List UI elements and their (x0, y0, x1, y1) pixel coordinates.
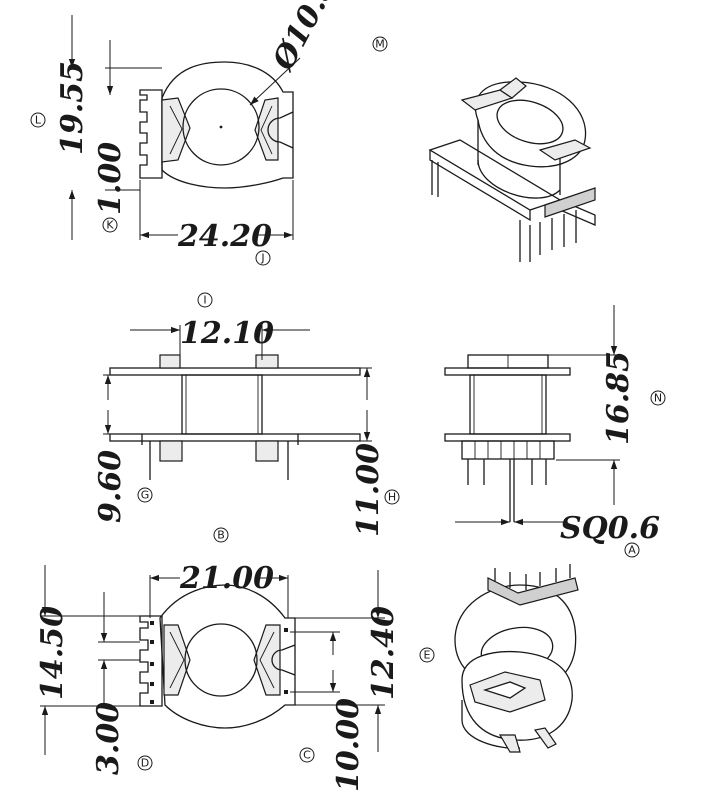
svg-text:N: N (654, 392, 662, 405)
dim-pin-pitch-bottom: 3.00 (91, 702, 126, 775)
dim-width-top: 24.20 (177, 219, 272, 254)
svg-text:I: I (203, 294, 206, 307)
end-view (444, 305, 620, 526)
dim-width-bottom: 21.00 (179, 561, 274, 596)
marker-g: G (137, 487, 153, 503)
dim-height-bottom-left: 14.50 (35, 606, 70, 700)
marker-l: L (30, 112, 46, 128)
svg-text:E: E (424, 649, 431, 662)
dim-height-end: 16.85 (601, 351, 636, 445)
marker-h: H (384, 489, 400, 505)
svg-text:A: A (628, 544, 636, 557)
marker-m: M (372, 36, 388, 52)
marker-d: D (137, 755, 153, 771)
svg-text:B: B (217, 529, 225, 542)
svg-text:C: C (303, 749, 311, 762)
dim-pin-sq: SQ0.6 (560, 511, 660, 546)
svg-text:M: M (375, 38, 385, 51)
side-view (103, 325, 372, 480)
svg-text:G: G (141, 489, 150, 502)
marker-b: B (213, 527, 229, 543)
top-view (68, 15, 301, 240)
isometric-view-bottom (454, 564, 579, 753)
marker-e: E (419, 647, 435, 663)
marker-a: A (624, 542, 640, 558)
marker-i: I (197, 292, 213, 308)
svg-text:K: K (106, 219, 114, 232)
marker-c: C (299, 747, 315, 763)
marker-j: J (255, 250, 271, 266)
dim-pin-gap-top: 1.00 (93, 142, 128, 215)
svg-text:H: H (388, 491, 396, 504)
dim-height-side-right: 11.00 (351, 443, 386, 537)
bottom-view (40, 565, 385, 755)
svg-text:D: D (141, 757, 149, 770)
marker-n: N (650, 390, 666, 406)
marker-k: K (102, 217, 118, 233)
svg-text:J: J (260, 252, 264, 265)
dim-height-side-left: 9.60 (93, 450, 128, 523)
dim-height-bottom-right: 12.40 (366, 606, 401, 700)
isometric-view-top (428, 77, 596, 262)
dim-inner-bottom-right: 10.00 (331, 698, 366, 792)
dim-span-side: 12.10 (180, 316, 274, 351)
dim-diameter: Ø10.80 (265, 0, 353, 78)
svg-text:L: L (35, 114, 42, 127)
dim-height-top: 19.55 (55, 61, 90, 155)
